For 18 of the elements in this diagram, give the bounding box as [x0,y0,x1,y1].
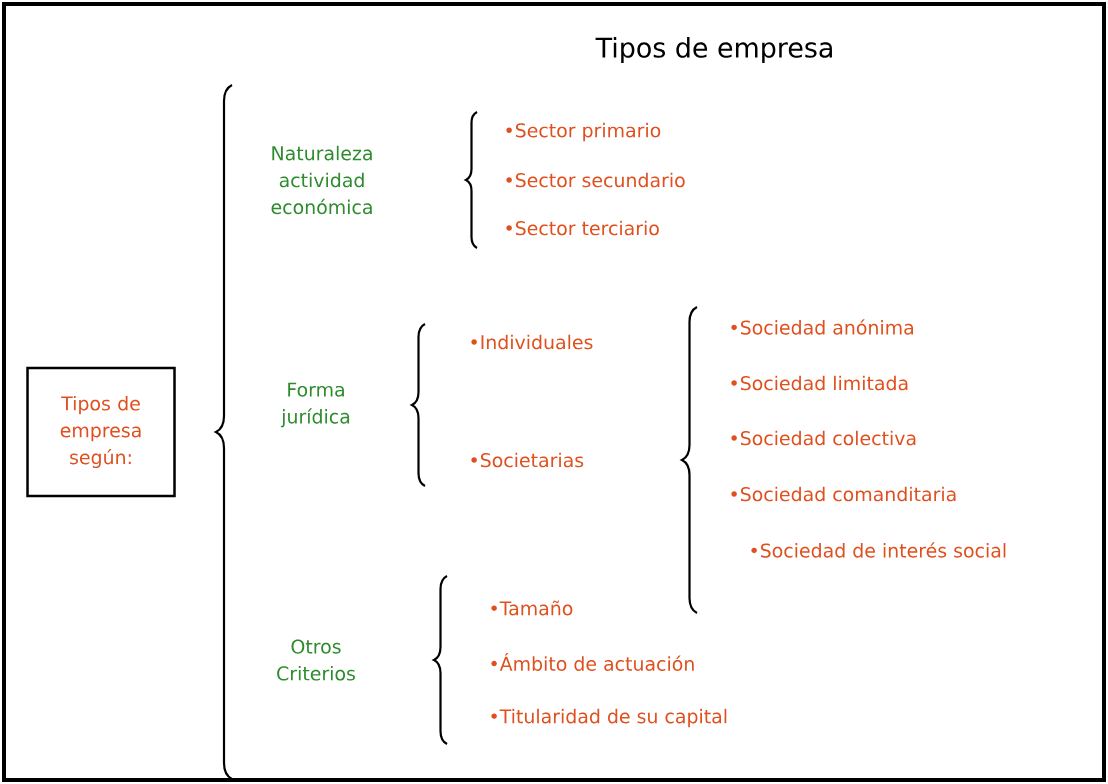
list-item: •Sociedad colectiva [731,430,916,446]
list-item: •Societarias [471,452,584,468]
list-item: •Titularidad de su capital [491,708,727,728]
category-label: Otros Criterios [277,639,355,681]
list-item: •Ámbito de actuación [491,653,694,671]
list-item: •Sector primario [506,122,661,142]
list-item: •Tamaño [491,600,573,616]
list-item: •Sector terciario [506,220,659,236]
category-label: Forma jurídica [280,382,350,428]
list-item: •Sociedad de interés social [751,542,1006,558]
list-item: •Sociedad limitada [731,375,908,391]
category-box: Tipos de empresa según: [26,366,176,498]
list-item: •Sociedad comanditaria [731,486,956,502]
category-label: Naturaleza actividad económica [271,145,372,215]
title: Tipos de empresa [595,37,832,63]
list-item: •Sector secundario [506,172,685,188]
list-item: •Sociedad anónima [731,319,913,335]
list-item: •Individuales [471,334,593,350]
